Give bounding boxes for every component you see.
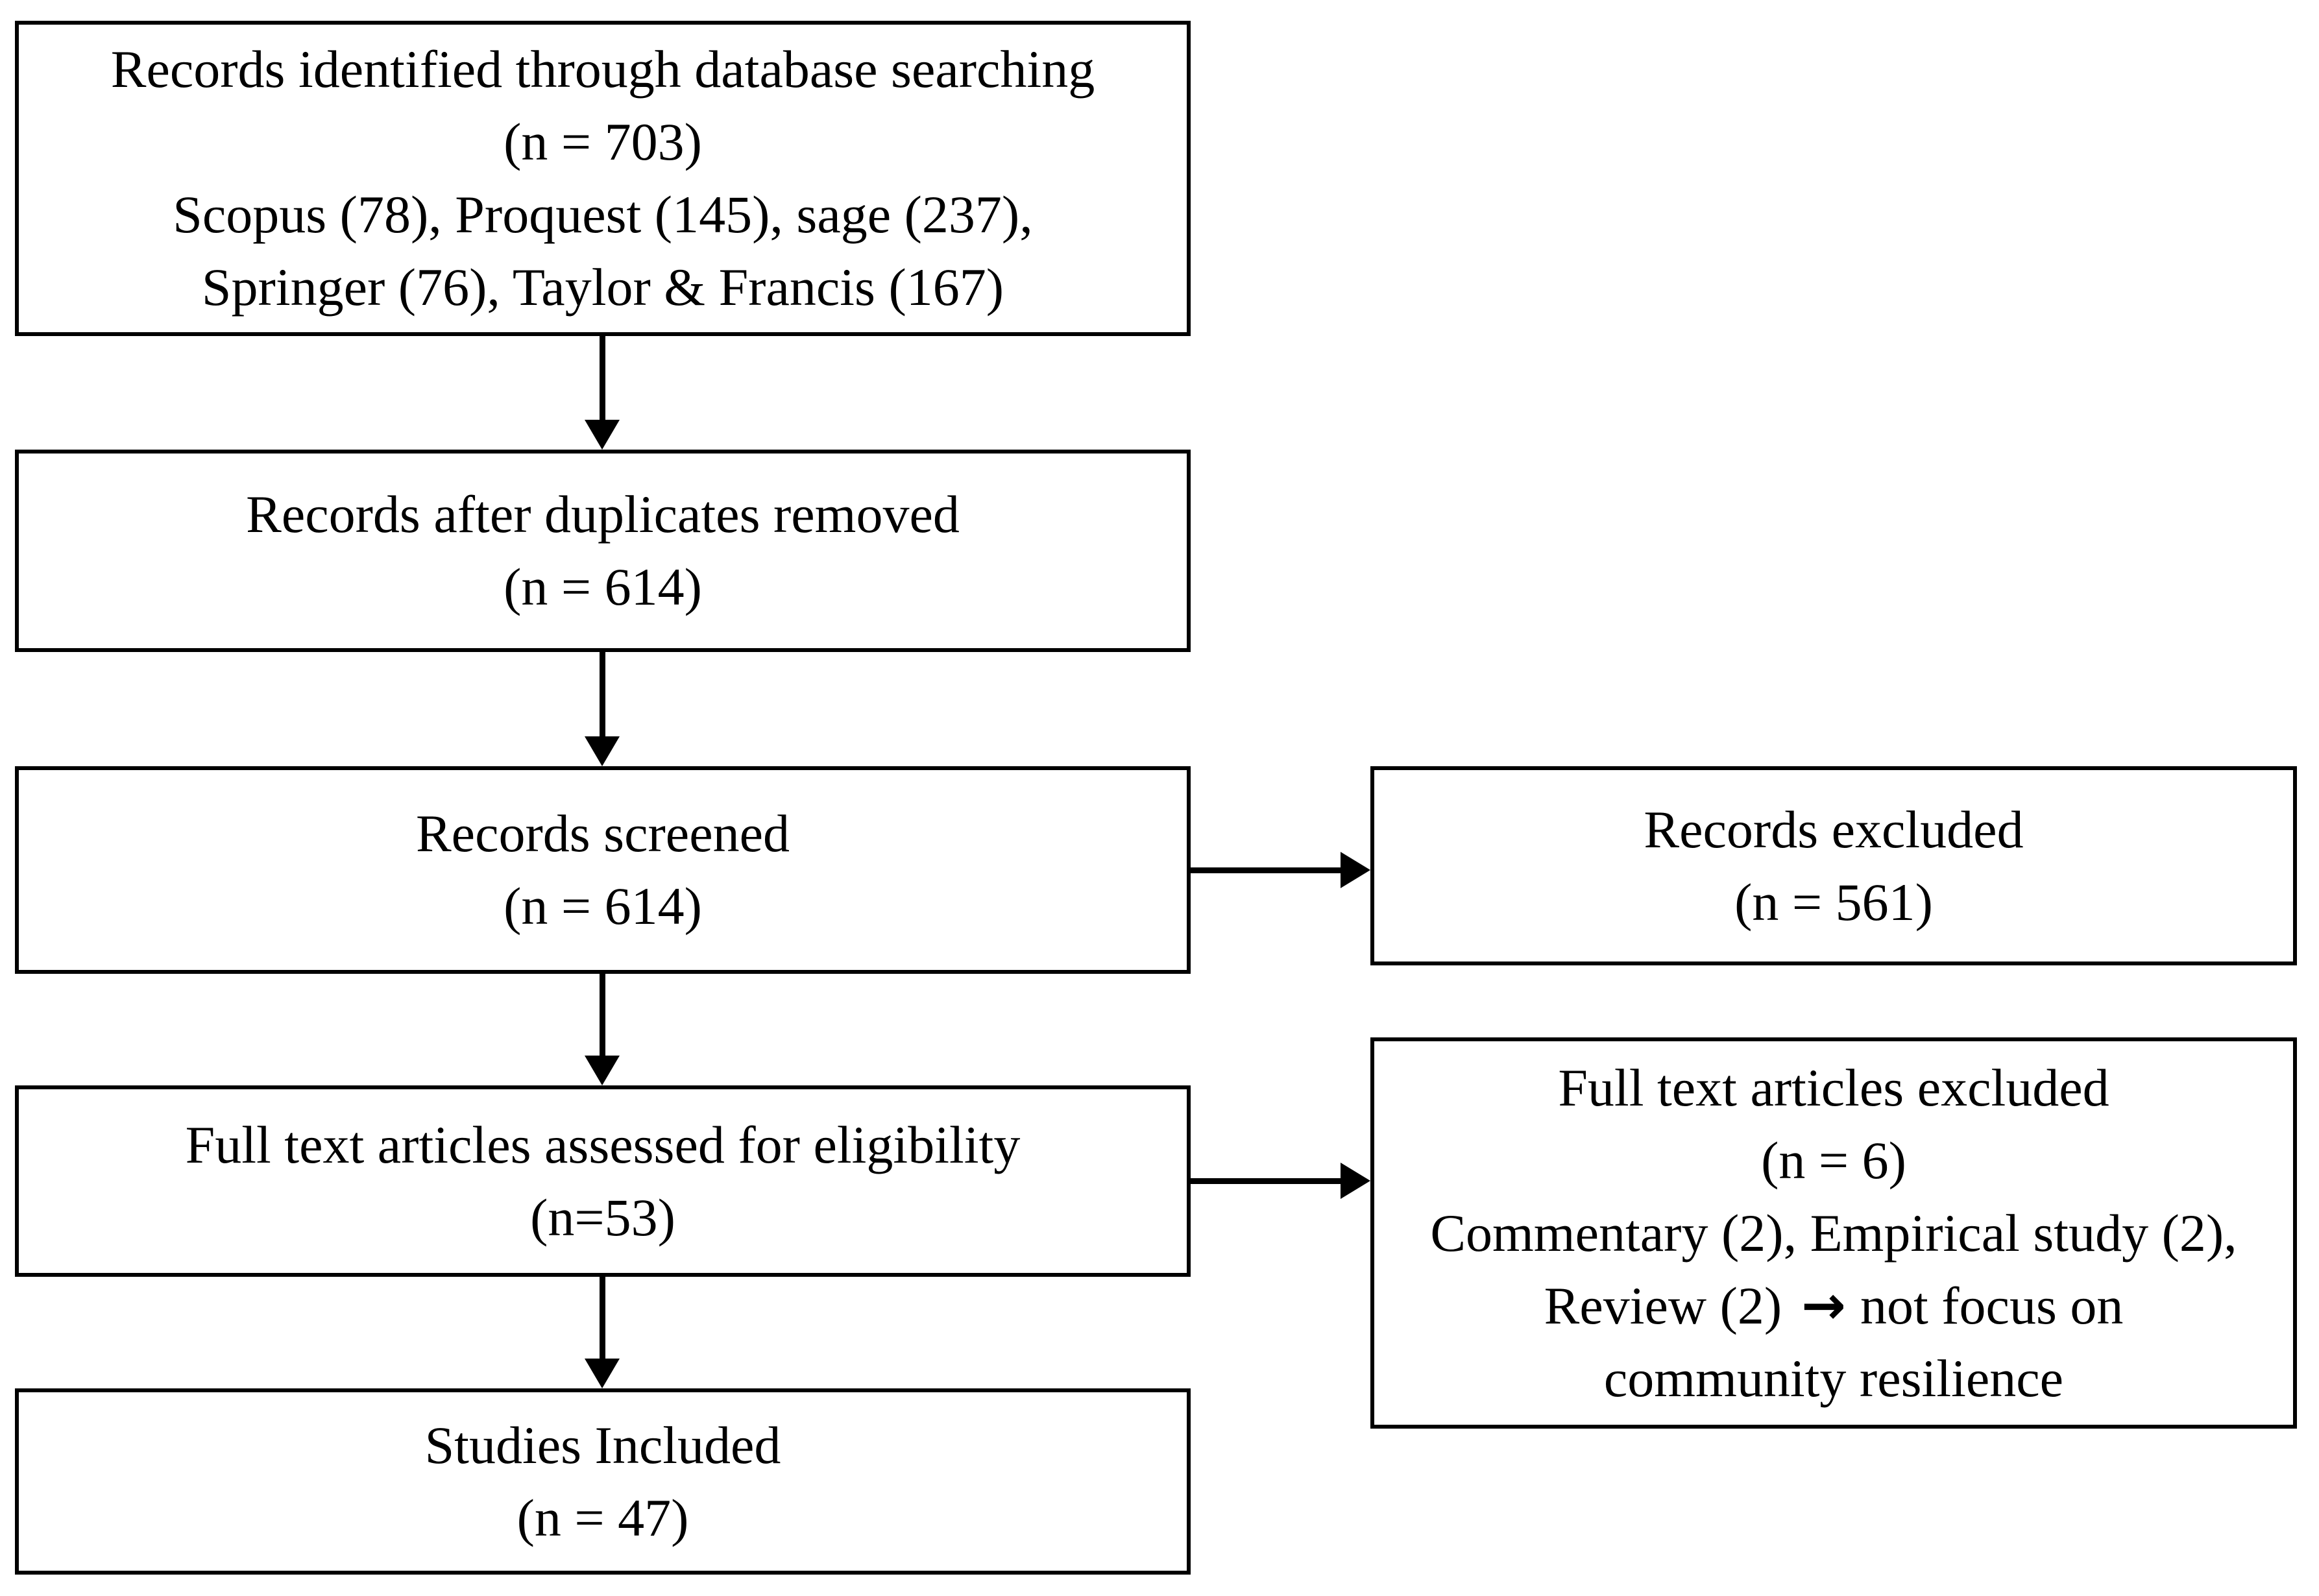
box-line: Full text articles assessed for eligibil… [185,1115,1021,1174]
arrow-head-right-icon [1341,852,1370,888]
box-fulltext-assessed-eligibility: Full text articles assessed for eligibil… [15,1085,1191,1277]
arrow-down-eligibility-to-included [583,1277,622,1388]
arrow-down-duplicates-to-screened [583,652,622,766]
box-line-reasons: Review (2) →not focus on [1544,1270,2124,1342]
box-line-reason-review: Review (2) [1544,1276,1782,1335]
arrow-head-right-icon [1341,1163,1370,1199]
box-line: Studies Included [424,1415,781,1475]
arrow-stem [1191,1178,1341,1184]
box-line: Full text articles excluded [1558,1058,2109,1117]
arrow-head-down-icon [585,736,620,766]
arrow-right-eligibility-to-fulltext-excluded [1191,1163,1370,1199]
box-line-count: (n = 6) [1761,1130,1906,1190]
box-records-identified: Records identified through database sear… [15,21,1191,336]
arrow-right-screened-to-excluded [1191,852,1370,888]
box-line-count: (n = 47) [516,1488,689,1547]
box-records-excluded: Records excluded (n = 561) [1370,766,2297,965]
box-line-count: (n = 703) [504,112,702,171]
box-line-count: (n = 614) [504,557,702,616]
arrow-head-down-icon [585,1056,620,1085]
arrow-stem [1191,867,1341,873]
arrow-stem [599,652,605,736]
box-line: Records excluded [1644,799,2024,859]
arrow-stem [599,336,605,420]
arrow-head-down-icon [585,1359,620,1388]
box-line: Records identified through database sear… [110,40,1095,99]
arrow-stem [599,974,605,1056]
box-records-screened: Records screened (n = 614) [15,766,1191,974]
box-line-count: (n = 614) [504,877,702,936]
box-line-sources: Scopus (78), Proquest (145), sage (237), [173,185,1033,244]
arrow-head-down-icon [585,420,620,450]
box-fulltext-excluded: Full text articles excluded (n = 6) Comm… [1370,1037,2297,1429]
arrow-down-screened-to-eligibility [583,974,622,1085]
box-studies-included: Studies Included (n = 47) [15,1388,1191,1575]
arrow-down-identified-to-duplicates [583,336,622,450]
arrow-stem [599,1277,605,1359]
right-arrow-icon: → [1801,1274,1846,1336]
box-line: Records screened [415,804,790,863]
box-line-reason-note: not focus on [1860,1276,2124,1335]
box-line-reasons: community resilience [1603,1348,2064,1408]
box-line-count: (n=53) [530,1187,675,1247]
box-line-sources: Springer (76), Taylor & Francis (167) [201,258,1004,317]
box-records-after-duplicates-removed: Records after duplicates removed (n = 61… [15,450,1191,652]
box-line: Records after duplicates removed [246,485,960,544]
box-line-count: (n = 561) [1734,872,1933,932]
box-line-reasons: Commentary (2), Empirical study (2), [1430,1203,2237,1263]
